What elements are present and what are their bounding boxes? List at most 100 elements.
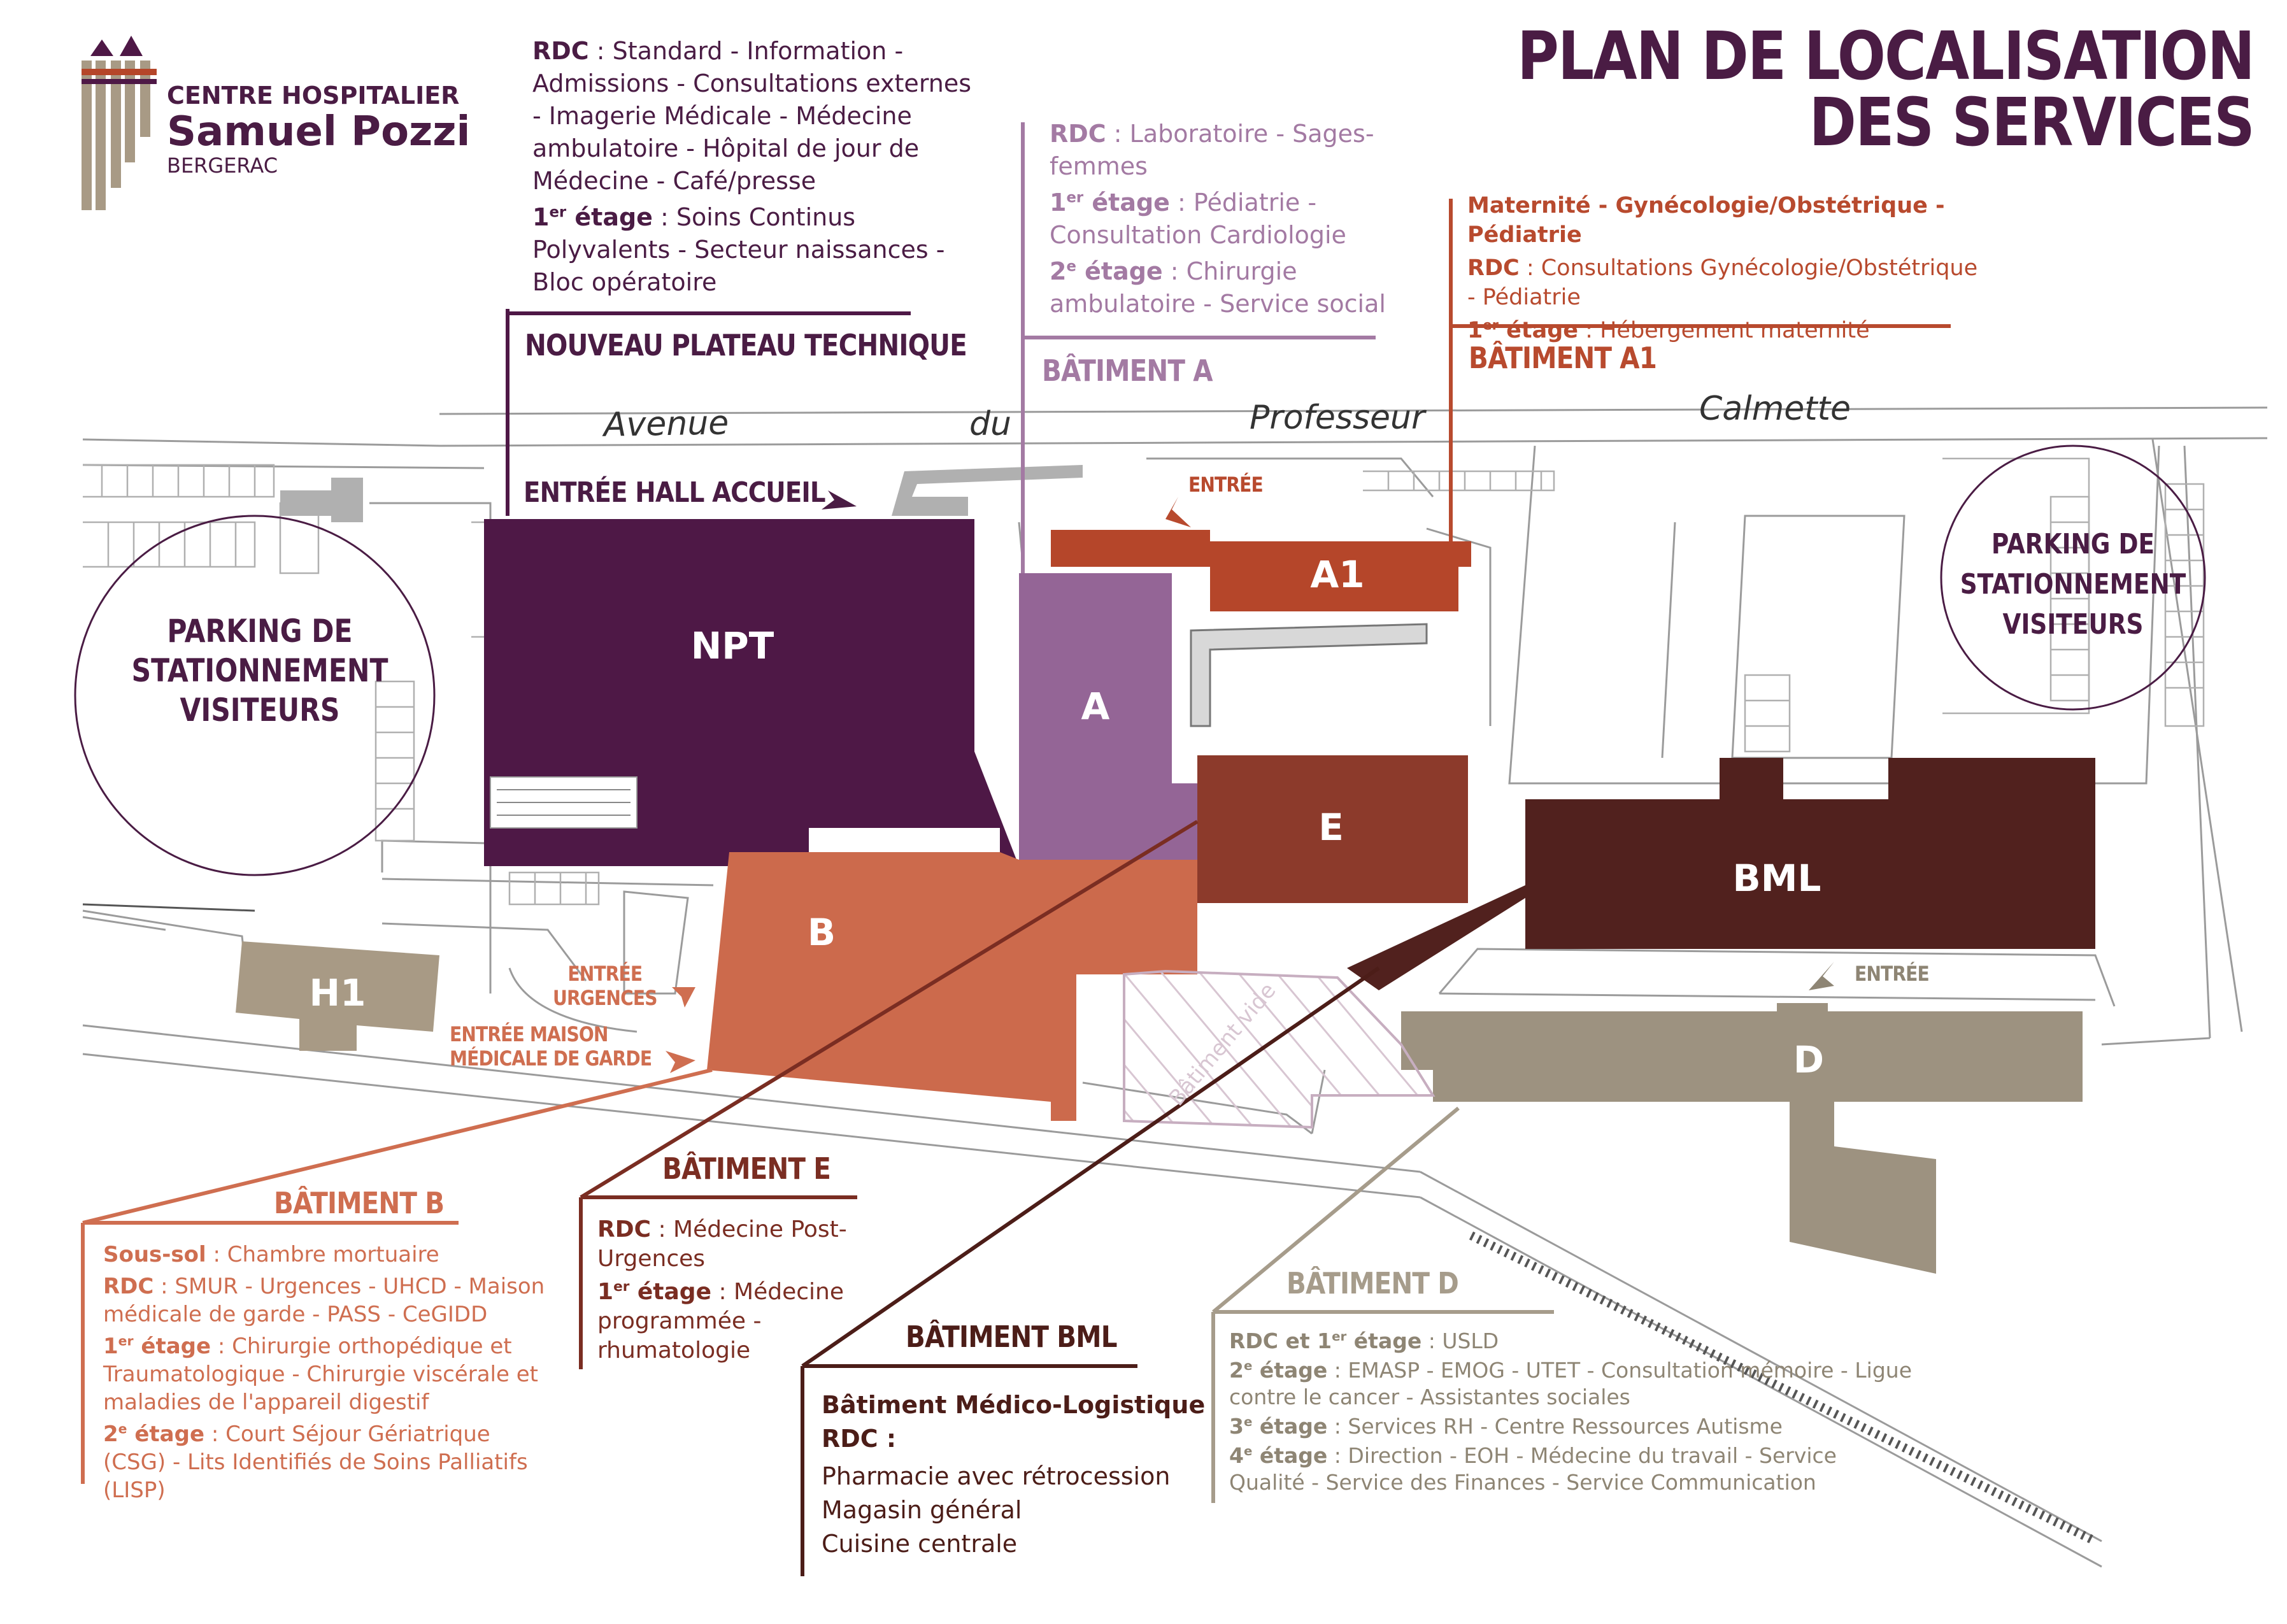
e-floor1: 1er étage : Médecine programmée - rhumat… — [597, 1278, 852, 1365]
parking-circle-right — [1940, 445, 2206, 711]
building-h1-label: H1 — [309, 971, 366, 1015]
npt-rdc: RDC : Standard - Information - Admission… — [532, 35, 985, 197]
b-ss-label: Sous-sol — [103, 1242, 206, 1267]
b-ss-text: : Chambre mortuaire — [206, 1242, 439, 1267]
d-l2-text: : EMASP - EMOG - UTET - Consultation mém… — [1229, 1358, 1912, 1409]
a1-rdc-text: : Consultations Gynécologie/Obstétrique … — [1467, 255, 1978, 310]
b-heading: BÂTIMENT B — [274, 1186, 445, 1220]
d-l4-text: : Direction - EOH - Médecine du travail … — [1229, 1443, 1837, 1495]
a-f1-text: : Pédiatrie - Consultation Cardiologie — [1050, 189, 1346, 249]
e-f1-sup: er — [613, 1279, 630, 1295]
bml-line2: Magasin général — [822, 1496, 1022, 1524]
logo-line2: Samuel Pozzi — [167, 108, 471, 155]
bml-heading: BÂTIMENT BML — [906, 1320, 1117, 1354]
d-line1: RDC et 1er étage : USLD — [1229, 1328, 1917, 1355]
entrance-d-label: ENTRÉE — [1855, 962, 1930, 986]
a1-f1-text: : Hébergement maternité — [1578, 318, 1870, 343]
e-info-block: RDC : Médecine Post-Urgences 1er étage :… — [597, 1215, 852, 1365]
npt-rdc-label: RDC — [532, 37, 589, 65]
parking-circle-left — [74, 515, 436, 876]
leader-lines — [81, 122, 1951, 1576]
a-f1-sup: er — [1066, 189, 1084, 206]
parking-right-line3: VISITEURS — [2002, 608, 2144, 641]
d-l4-word: étage — [1252, 1443, 1328, 1468]
entrance-maison-label: ENTRÉE MAISON MÉDICALE DE GARDE — [450, 1022, 652, 1071]
building-b-shape — [707, 852, 1197, 1121]
a1-f1-label: 1 — [1467, 318, 1483, 343]
b-f1-label: 1 — [103, 1334, 118, 1359]
npt-info-block: RDC : Standard - Information - Admission… — [532, 35, 985, 299]
a-heading: BÂTIMENT A — [1042, 353, 1213, 388]
d-l4-sup: e — [1243, 1444, 1253, 1458]
a-rdc-text: : Laboratoire - Sages-femmes — [1050, 120, 1374, 180]
b-f2-word: étage — [127, 1421, 205, 1447]
npt-heading: NOUVEAU PLATEAU TECHNIQUE — [525, 328, 967, 362]
bml-line1: Pharmacie avec rétrocession — [822, 1462, 1171, 1490]
a1-f1-sup: er — [1483, 317, 1499, 333]
a-floor1: 1er étage : Pédiatrie - Consultation Car… — [1050, 187, 1387, 252]
entrance-urgences-line1: ENTRÉE — [567, 962, 643, 986]
d-l4-label: 4 — [1229, 1443, 1244, 1468]
d-heading: BÂTIMENT D — [1286, 1266, 1459, 1300]
a-rdc-label: RDC — [1050, 120, 1106, 148]
d-info-block: RDC et 1er étage : USLD 2e étage : EMASP… — [1229, 1328, 1917, 1496]
b-info-block: Sous-sol : Chambre mortuaire RDC : SMUR … — [103, 1241, 549, 1504]
e-f1-word: étage — [629, 1279, 711, 1305]
a1-info-block: Maternité - Gynécologie/Obstétrique - Pé… — [1467, 191, 1990, 345]
npt-f1-label: 1 — [532, 203, 550, 231]
building-b-label: B — [807, 911, 836, 954]
a-f2-label: 2 — [1050, 257, 1067, 285]
building-a-label: A — [1081, 685, 1110, 728]
d-line4: 4e étage : Direction - EOH - Médecine du… — [1229, 1442, 1917, 1496]
a1-top-line: Maternité - Gynécologie/Obstétrique - Pé… — [1467, 193, 1945, 248]
d-l3-sup: e — [1243, 1414, 1253, 1429]
npt-f1-sup: er — [549, 204, 567, 221]
building-npt-label: NPT — [690, 624, 774, 667]
hospital-logo: CENTRE HOSPITALIER Samuel Pozzi BERGERAC — [167, 82, 470, 177]
d-line2: 2e étage : EMASP - EMOG - UTET - Consult… — [1229, 1357, 1917, 1411]
building-bml-label: BML — [1732, 857, 1821, 900]
d-l3-label: 3 — [1229, 1414, 1244, 1439]
d-l1-text: : USLD — [1421, 1328, 1499, 1353]
bml-rdc: RDC : — [822, 1425, 897, 1453]
page-title: PLAN DE LOCALISATION DES SERVICES — [1517, 23, 2255, 155]
parking-right-line1: PARKING DE — [1991, 528, 2155, 560]
b-subsol: Sous-sol : Chambre mortuaire — [103, 1241, 549, 1269]
entrance-arrows — [666, 490, 1834, 1073]
a-rdc: RDC : Laboratoire - Sages-femmes — [1050, 118, 1387, 183]
building-a1-label: A1 — [1310, 553, 1365, 596]
street-word-4: Calmette — [1699, 390, 1851, 428]
a-f1-word: étage — [1083, 189, 1170, 217]
d-l1-label: RDC et 1 — [1229, 1328, 1332, 1353]
entrance-maison-line1: ENTRÉE MAISON — [450, 1022, 608, 1046]
d-l1-sup: er — [1332, 1329, 1347, 1344]
a-f1-label: 1 — [1050, 189, 1067, 217]
parking-left-line3: VISITEURS — [180, 692, 340, 729]
building-vide-shape — [1123, 969, 1436, 1129]
npt-f1-text: : Soins Continus Polyvalents - Secteur n… — [532, 203, 945, 296]
parking-stalls — [83, 457, 2205, 906]
building-d-shape — [1401, 1003, 2083, 1274]
b-f2-sup: e — [118, 1421, 127, 1437]
a1-rdc: RDC : Consultations Gynécologie/Obstétri… — [1467, 253, 1990, 312]
a-floor2: 2e étage : Chirurgie ambulatoire - Servi… — [1050, 255, 1387, 320]
d-l2-word: étage — [1252, 1358, 1328, 1383]
b-f1-word: étage — [133, 1334, 211, 1359]
railway — [82, 903, 2098, 1546]
e-heading: BÂTIMENT E — [662, 1151, 831, 1186]
entrance-urgences-line2: URGENCES — [553, 986, 657, 1010]
access-ramps — [280, 465, 1083, 522]
parking-left-line2: STATIONNEMENT — [131, 652, 388, 689]
e-f1-label: 1 — [597, 1279, 614, 1305]
d-l2-sup: e — [1243, 1358, 1253, 1373]
e-f1-text: : Médecine programmée - rhumatologie — [597, 1279, 844, 1364]
building-bml-shape — [1347, 758, 2095, 990]
logo-mark — [82, 36, 157, 210]
building-e-shape — [1197, 755, 1468, 903]
a1-heading: BÂTIMENT A1 — [1469, 341, 1657, 375]
b-rdc: RDC : SMUR - Urgences - UHCD - Maison mé… — [103, 1272, 549, 1328]
entrance-urgences-label: ENTRÉE URGENCES — [553, 962, 657, 1010]
b-rdc-label: RDC — [103, 1274, 154, 1299]
parking-label-right: PARKING DE STATIONNEMENT VISITEURS — [1956, 524, 2190, 645]
